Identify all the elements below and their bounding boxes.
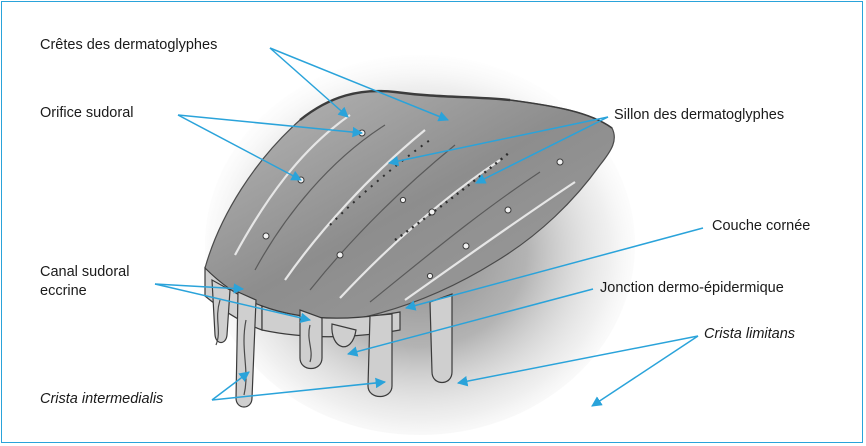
label-crista-limitans: Crista limitans [704,325,795,343]
label-jonction: Jonction dermo-épidermique [600,279,784,297]
label-orifice: Orifice sudoral [40,104,133,122]
label-couche: Couche cornée [712,217,810,235]
label-canal-line1: Canal sudoral [40,263,129,281]
label-cretes: Crêtes des dermatoglyphes [40,36,217,54]
label-canal-line2: eccrine [40,282,87,300]
label-sillon: Sillon des dermatoglyphes [614,106,784,124]
label-crista-intermedialis: Crista intermedialis [40,390,163,408]
